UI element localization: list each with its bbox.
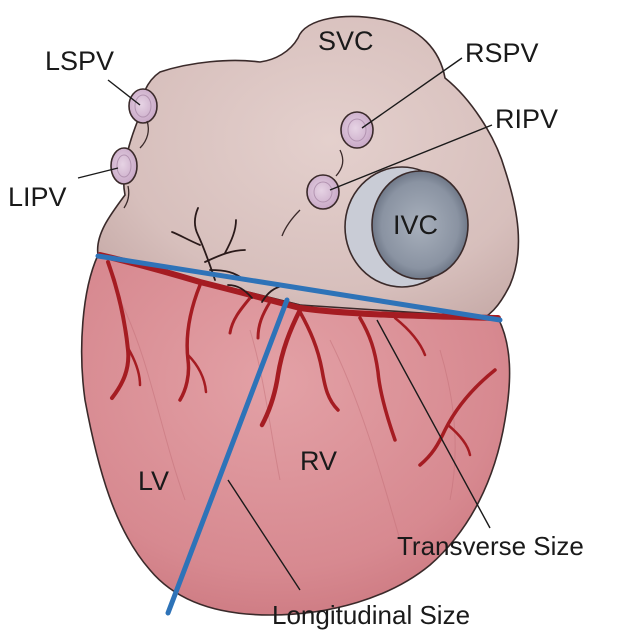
rspv-vein xyxy=(341,112,373,148)
ripv-vein xyxy=(307,175,339,209)
lspv-vein xyxy=(129,89,157,123)
label-ripv: RIPV xyxy=(495,104,558,134)
label-lv: LV xyxy=(138,466,169,496)
label-lipv: LIPV xyxy=(8,182,67,212)
label-rspv: RSPV xyxy=(465,38,539,68)
label-lspv: LSPV xyxy=(45,46,114,76)
label-ivc: IVC xyxy=(393,210,438,240)
label-transverse-size: Transverse Size xyxy=(397,531,584,561)
label-longitudinal-size: Longitudinal Size xyxy=(272,600,470,630)
label-svc: SVC xyxy=(318,26,374,56)
label-rv: RV xyxy=(300,446,337,476)
lipv-vein xyxy=(111,148,137,184)
